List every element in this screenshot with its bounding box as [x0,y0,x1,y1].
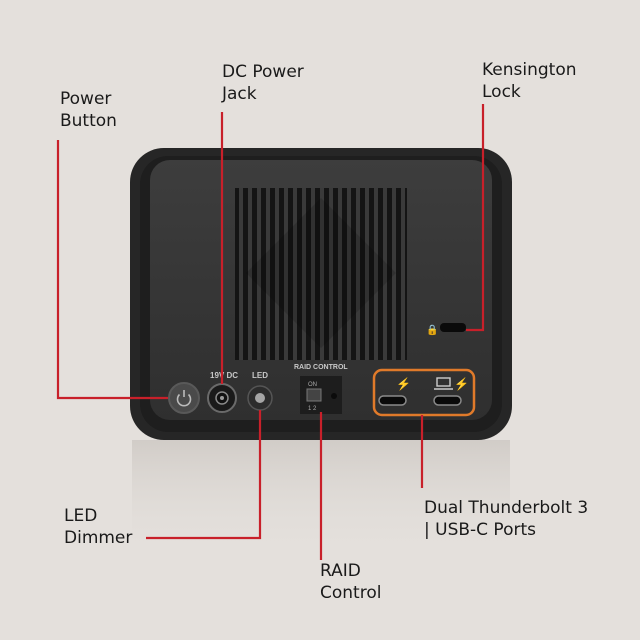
callout-raid-control: RAID Control [320,560,381,604]
fan-shadow [246,198,396,348]
callout-line: Kensington [482,60,577,80]
callout-power-button: Power Button [60,88,117,132]
callout-line: | USB-C Ports [424,520,536,540]
raid-switch-positions: 1 2 [308,406,317,412]
callout-line: Button [60,111,117,131]
vent-grille [235,188,407,360]
raid-reset-hole[interactable] [331,393,337,399]
raid-control-panel[interactable]: ON 1 2 [300,376,342,414]
callout-line: Dual Thunderbolt 3 [424,498,589,518]
callout-line: Power [60,89,112,109]
leader-kensington [466,104,485,332]
power-button[interactable] [168,382,200,414]
raid-switch-on-label: ON [308,382,317,388]
led-dimmer[interactable] [247,385,273,411]
thunderbolt-icon: ⚡ [396,377,411,391]
lock-icon: 🔒 [426,324,438,336]
callout-line: Jack [222,84,257,104]
callout-line: Dimmer [64,528,133,548]
callout-thunderbolt-ports: Dual Thunderbolt 3 | USB-C Ports [424,497,588,541]
raid-dip-switch[interactable] [306,388,322,402]
callout-line: Lock [482,82,521,102]
power-icon [176,390,192,407]
leader-led-dimmer [146,410,262,540]
callout-kensington-lock: Kensington Lock [482,59,577,103]
raid-control-label: RAID CONTROL [294,364,348,371]
dc-jack-label: 19V DC [210,371,238,380]
callout-line: Control [320,583,382,603]
laptop-icon [434,377,453,390]
callout-line: RAID [320,561,361,581]
thunderbolt-ports-group: ⚡ ⚡ [372,368,476,417]
callout-dc-power-jack: DC Power Jack [222,61,304,105]
leader-power-button [56,140,168,400]
callout-line: DC Power [222,62,304,82]
leader-lines [56,104,485,560]
thunderbolt-icon: ⚡ [454,377,469,391]
callout-led-dimmer: LED Dimmer [64,505,132,549]
usb-c-port-2[interactable] [433,395,462,406]
dc-power-jack[interactable] [207,383,237,413]
usb-c-port-1[interactable] [378,395,407,406]
callout-line: LED [64,506,98,526]
kensington-lock-slot[interactable]: 🔒 [426,323,466,336]
led-label: LED [252,371,268,380]
